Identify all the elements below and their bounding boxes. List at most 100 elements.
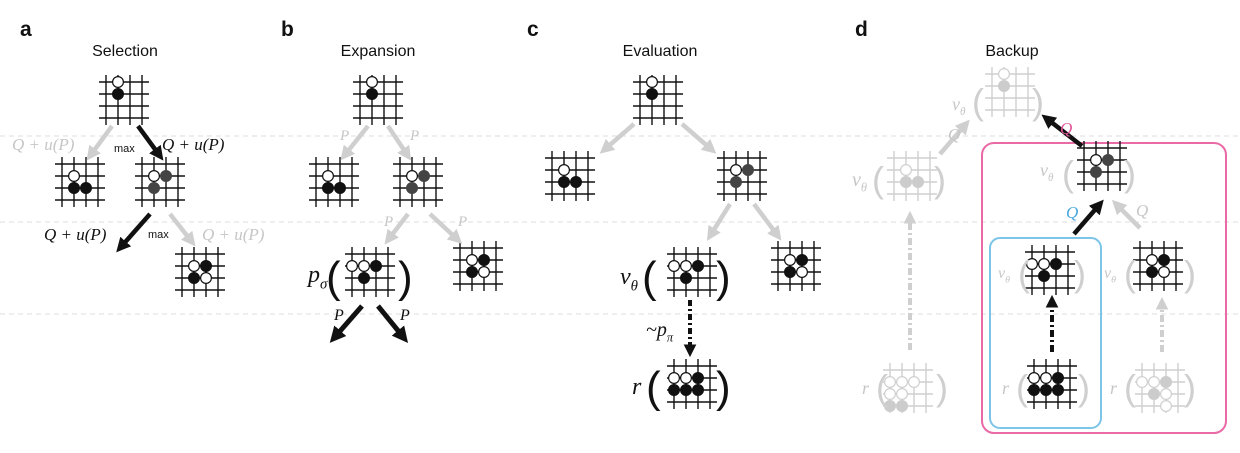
backup-terminal-left-paren-left: (: [876, 367, 888, 408]
backup-arrow-child-to-root: [1041, 114, 1084, 148]
black-stone: [1089, 166, 1102, 179]
panel-a-letter: a: [20, 18, 32, 41]
black-stone: [691, 372, 704, 385]
white-stone: [667, 260, 680, 273]
backup-terminal-center-paren-left: (: [1016, 367, 1028, 408]
selection-child-right-board: [135, 157, 185, 207]
backup-sibling-board: [1133, 241, 1183, 291]
evaluation-arrow-right: [680, 122, 717, 154]
expansion-root-board: [353, 75, 403, 125]
expansion-arrow-to-sibling: [428, 212, 463, 244]
backup-leaf-value-label: vθ: [998, 265, 1010, 285]
selection-qu-label-1: Q + u(P): [162, 135, 225, 154]
backup-q-label-right: Q: [1136, 201, 1148, 220]
expansion-p-label-2: P: [409, 128, 419, 144]
panel-c-letter: c: [527, 18, 539, 41]
white-stone: [358, 260, 371, 273]
white-stone: [883, 376, 896, 389]
black-stone: [1037, 270, 1050, 283]
black-stone: [418, 170, 431, 183]
white-stone: [679, 372, 692, 385]
black-stone: [1051, 384, 1064, 397]
evaluation-arrow-left: [599, 122, 636, 154]
black-stone: [200, 260, 213, 273]
backup-terminal-center-paren-right: ): [1078, 367, 1090, 408]
white-stone: [895, 376, 908, 389]
black-stone: [1049, 258, 1062, 271]
expansion-arrow-left: [340, 124, 370, 161]
white-stone: [478, 266, 491, 279]
white-stone: [667, 372, 680, 385]
black-stone: [783, 266, 796, 279]
evaluation-value-label: vθ: [620, 264, 638, 295]
black-stone: [895, 400, 908, 413]
white-stone: [466, 254, 479, 267]
black-stone: [883, 400, 896, 413]
panel-b-title: Expansion: [341, 43, 416, 60]
backup-leaf-paren-right: ): [1074, 253, 1086, 294]
expansion-p-label-3: P: [383, 214, 393, 230]
black-stone: [679, 384, 692, 397]
selection-arrow-left: [86, 124, 114, 161]
expansion-child-left-board: [309, 157, 359, 207]
backup-terminal-left-reward: r: [862, 378, 870, 398]
black-stone: [358, 272, 371, 285]
selection-qu-label-faded-2: Q + u(P): [202, 225, 265, 244]
leaf-evaluation-frame: [989, 237, 1102, 429]
white-stone: [1025, 258, 1038, 271]
black-stone: [795, 254, 808, 267]
black-stone: [322, 182, 335, 195]
white-stone: [557, 164, 570, 177]
backup-arrow-sibling-to-child: [1111, 199, 1142, 230]
white-stone: [1135, 376, 1148, 389]
expansion-paren-left: (: [326, 253, 341, 302]
white-stone: [1145, 254, 1158, 267]
black-stone: [1159, 376, 1172, 389]
black-stone: [667, 384, 680, 397]
evaluation-root-board: [633, 75, 683, 125]
evaluation-arrow-to-leaf: [706, 202, 732, 241]
white-stone: [200, 272, 213, 285]
expansion-p-label-4: P: [457, 214, 467, 230]
expansion-p-label-1: P: [339, 128, 349, 144]
expansion-arrow-right: [386, 124, 412, 161]
backup-leaf-paren-left: (: [1018, 253, 1030, 294]
backup-sibling-paren-right: ): [1184, 253, 1196, 294]
panel-a-title: Selection: [92, 43, 158, 60]
backup-child-right-value-label: vθ: [1040, 160, 1054, 184]
selection-child-left-board: [55, 157, 105, 207]
black-stone: [1101, 154, 1114, 167]
black-stone: [366, 87, 379, 100]
black-stone: [569, 176, 582, 189]
black-stone: [160, 170, 173, 183]
expansion-paren-right: ): [398, 253, 413, 302]
black-stone: [1157, 254, 1170, 267]
black-stone: [557, 176, 570, 189]
black-stone: [741, 164, 754, 177]
white-stone: [899, 164, 912, 177]
white-stone: [795, 266, 808, 279]
backup-sibling-paren-left: (: [1124, 253, 1136, 294]
black-stone: [370, 260, 383, 273]
backup-child-left-value-label: vθ: [852, 169, 867, 195]
panel-d-title: Backup: [985, 43, 1038, 60]
black-stone: [111, 87, 124, 100]
backup-leaf-board: [1025, 245, 1075, 295]
backup-terminal-right-paren-left: (: [1124, 367, 1136, 408]
black-stone: [899, 176, 912, 189]
panel-b-letter: b: [281, 18, 294, 41]
backup-child-left-paren-left: (: [872, 159, 884, 200]
expansion-new-edge-right: [376, 304, 409, 343]
evaluation-paren-right: ): [716, 253, 731, 302]
white-stone: [729, 164, 742, 177]
white-stone: [346, 260, 359, 273]
evaluation-rollout-label: ~pπ: [646, 319, 674, 345]
black-stone: [1145, 266, 1158, 279]
backup-terminal-left-board: [883, 363, 933, 413]
backup-child-left-board: [887, 151, 937, 201]
black-stone: [679, 272, 692, 285]
white-stone: [1089, 154, 1102, 167]
evaluation-arrow-to-sibling: [752, 202, 782, 241]
white-stone: [1039, 372, 1052, 385]
selection-arrow-down-left-selected: [116, 212, 152, 253]
